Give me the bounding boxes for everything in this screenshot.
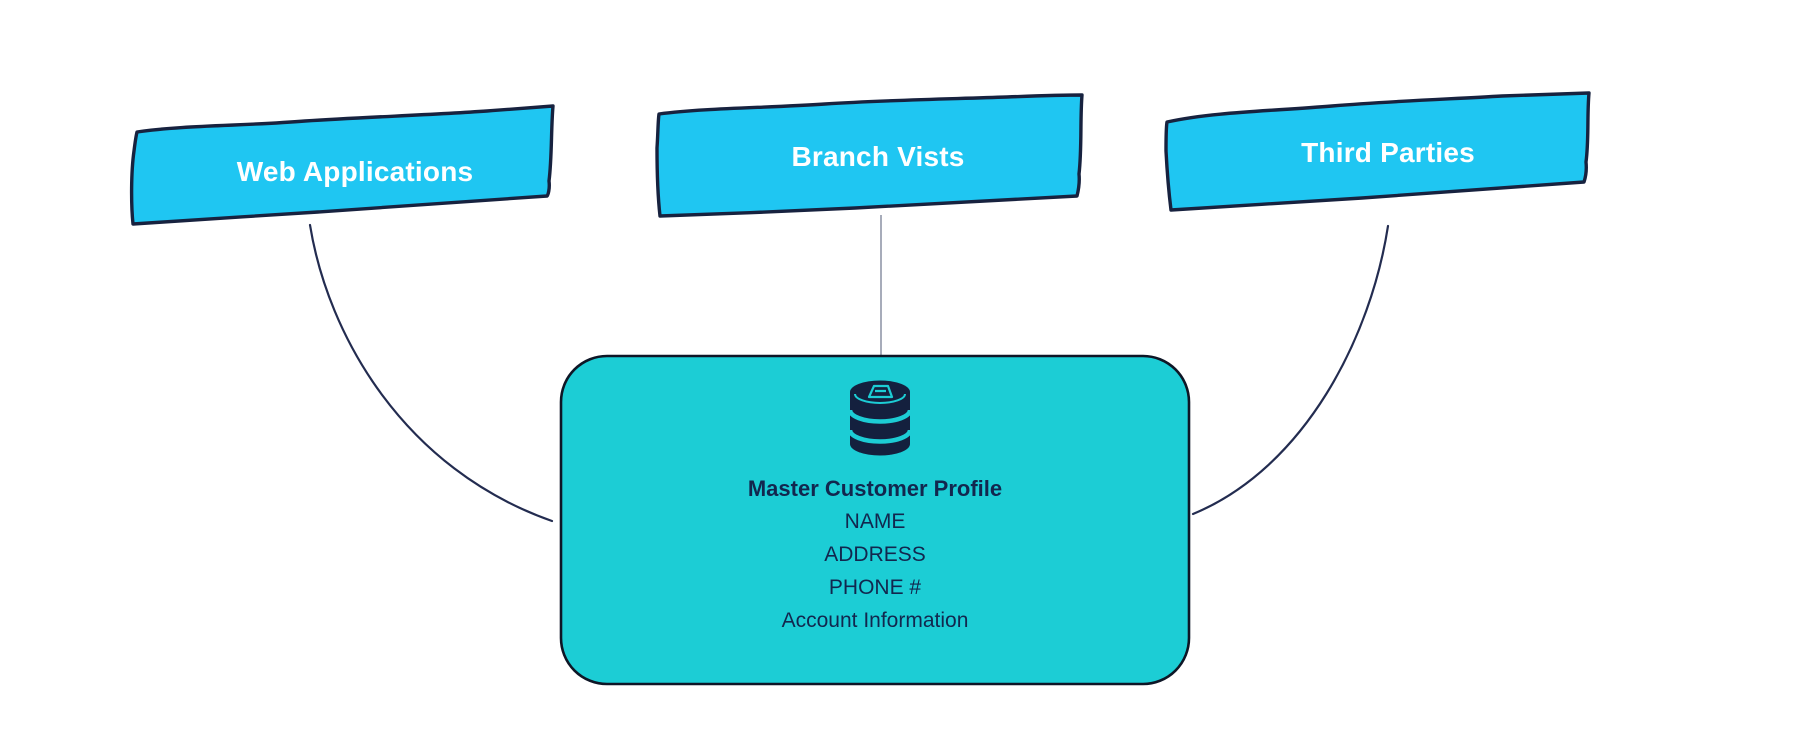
banner-shape-web-applications: [129, 104, 555, 226]
master-profile-box: [559, 354, 1191, 686]
database-icon: [847, 380, 913, 456]
connector-third-parties: [1191, 224, 1390, 516]
database-divider-2: [847, 429, 913, 444]
banner-shape-branch-visits: [655, 93, 1084, 218]
database-rim-highlight: [854, 393, 906, 404]
connector-web-applications: [308, 223, 554, 523]
banner-shape-third-parties: [1164, 91, 1591, 212]
database-top-glyph: [867, 384, 894, 399]
database-divider-1: [847, 409, 913, 424]
